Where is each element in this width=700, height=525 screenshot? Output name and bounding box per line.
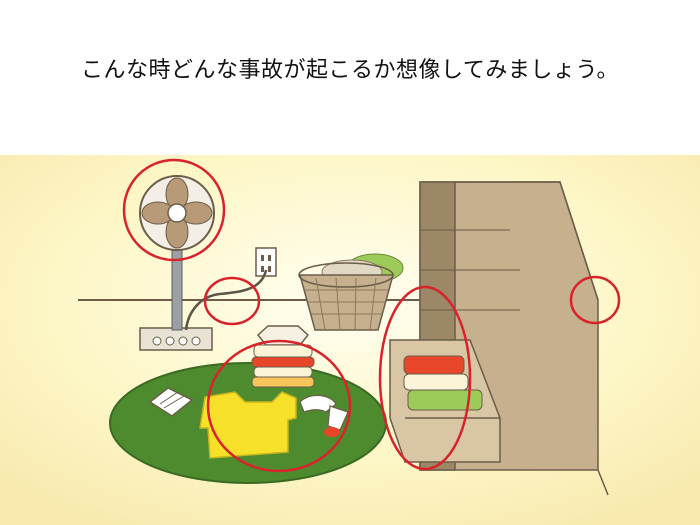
- fan-base: [139, 327, 213, 351]
- laundry-basket: [298, 253, 404, 331]
- hazard-circle-dresser-corner: [569, 275, 621, 325]
- fan-power-cord: [184, 269, 268, 331]
- open-drawer: [389, 339, 501, 463]
- book-icon: [148, 387, 194, 417]
- yellow-shirt: [199, 391, 297, 459]
- wall-outlet-icon: [255, 247, 277, 277]
- slide-title: こんな時どんな事故が起こるか想像してみましょう。: [80, 58, 620, 83]
- hazard-circle-fan: [122, 158, 226, 262]
- hazard-circle-drawer: [378, 285, 472, 471]
- fan-pole: [171, 249, 183, 331]
- socks-icon: [299, 394, 349, 437]
- electric-fan: [139, 175, 215, 351]
- hazard-circle-clothes: [206, 339, 352, 473]
- folded-clothes-stack: [251, 325, 315, 388]
- hazard-circle-cord: [203, 276, 261, 326]
